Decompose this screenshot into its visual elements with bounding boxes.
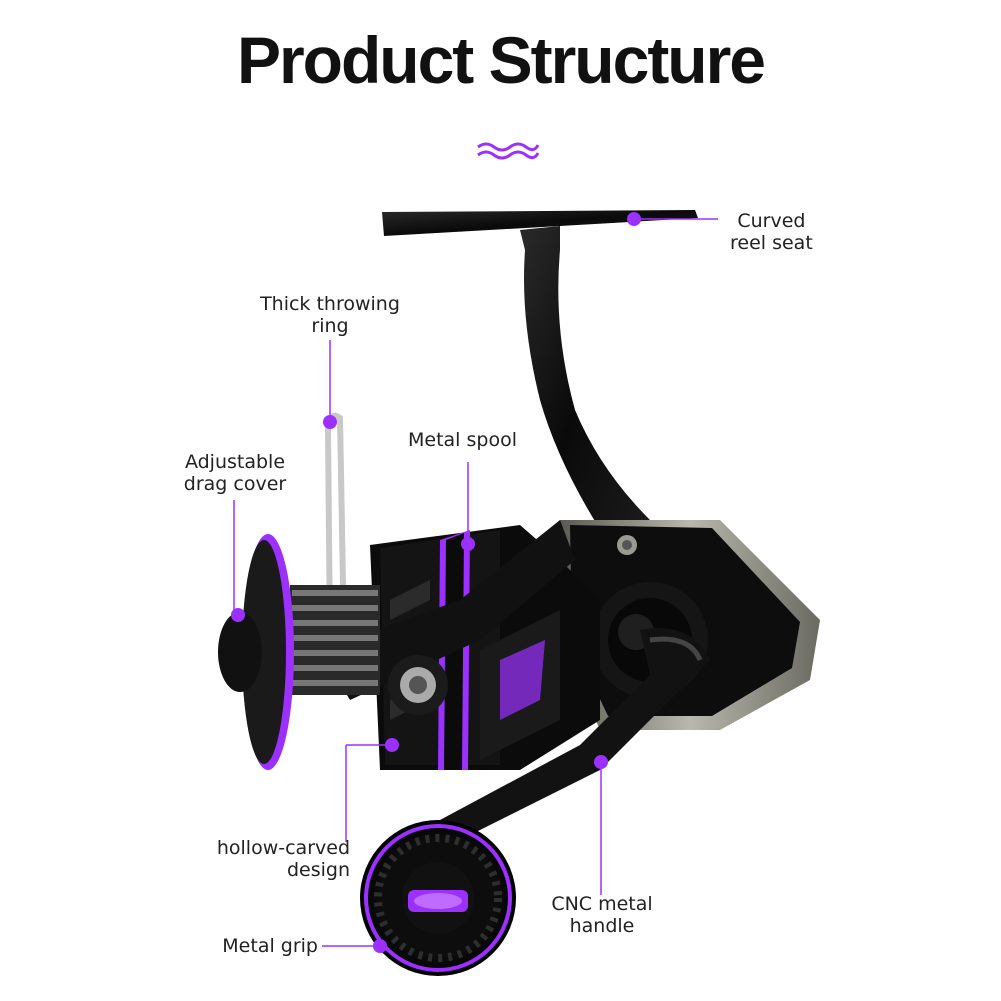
callout-dot-reel-seat	[627, 212, 641, 226]
bail-arm-shape	[320, 520, 575, 715]
callout-dot-metal-grip	[373, 939, 387, 953]
handle-arm-shape	[440, 628, 710, 840]
label-hollow-carved-design-line1: hollow-carved	[216, 837, 350, 859]
wave-icon	[477, 142, 540, 160]
spool-shape	[218, 534, 380, 770]
label-adjustable-drag-cover-line2: drag cover	[183, 473, 287, 495]
reel-seat-shape	[382, 210, 698, 548]
label-cnc-metal-handle: CNC metal handle	[546, 893, 658, 937]
label-cnc-metal-handle-line2: handle	[569, 915, 635, 937]
callout-lines	[233, 212, 718, 953]
handle-knob-shape	[360, 820, 516, 976]
callout-dot-throwing-ring	[323, 415, 337, 429]
page-title: Product Structure	[236, 23, 766, 97]
callout-dot-metal-spool	[461, 537, 475, 551]
label-adjustable-drag-cover-line1: Adjustable	[184, 451, 286, 473]
label-metal-spool-line1: Metal spool	[408, 429, 517, 451]
label-thick-throwing-ring-line2: ring	[311, 315, 349, 337]
label-curved-reel-seat: Curved reel seat	[730, 210, 813, 254]
label-metal-grip-line1: Metal grip	[222, 935, 318, 957]
label-metal-spool: Metal spool	[408, 429, 517, 451]
callout-dot-hollow-carved	[385, 738, 399, 752]
label-hollow-carved-design-line2: design	[286, 859, 350, 881]
label-thick-throwing-ring-line1: Thick throwing	[260, 293, 400, 315]
label-adjustable-drag-cover: Adjustable drag cover	[180, 451, 290, 495]
label-cnc-metal-handle-line1: CNC metal	[551, 893, 653, 915]
label-curved-reel-seat-line2: reel seat	[730, 232, 813, 254]
label-thick-throwing-ring: Thick throwing ring	[252, 293, 408, 337]
label-metal-grip: Metal grip	[200, 935, 318, 957]
label-hollow-carved-design: hollow-carved design	[200, 837, 350, 881]
callout-dot-cnc-handle	[594, 755, 608, 769]
label-curved-reel-seat-line1: Curved	[737, 210, 806, 232]
